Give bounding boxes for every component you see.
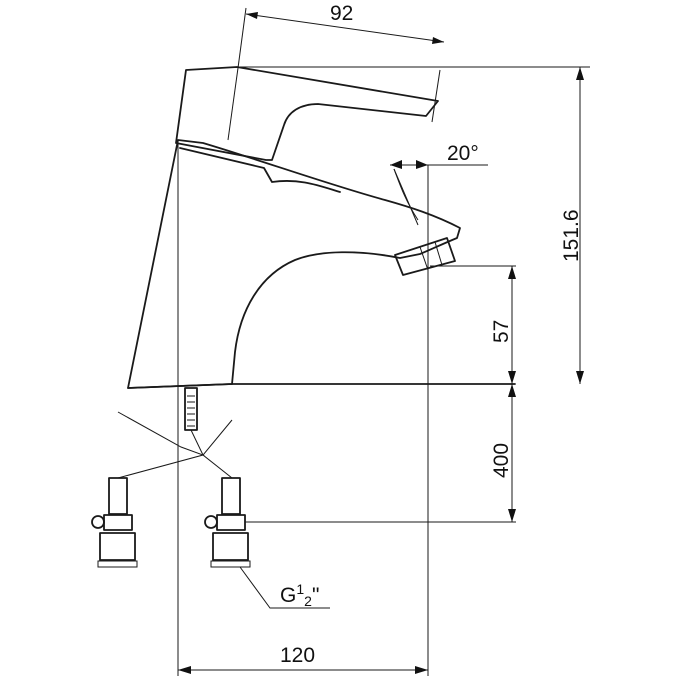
- faucet-body: [127, 139, 516, 389]
- lever-handle: [175, 66, 441, 193]
- hose-center: [190, 429, 204, 456]
- dim-lever-angle-label: 20°: [447, 142, 479, 165]
- dim-spout-height-label: 57: [490, 320, 513, 343]
- threaded-rod: [184, 387, 198, 431]
- thread-prefix: G: [280, 584, 296, 607]
- dim-handle-reach-label: 92: [330, 2, 353, 25]
- handle-tip-reference: [431, 69, 441, 123]
- dim-hose-length: 400: [245, 384, 516, 523]
- body-outline: [127, 139, 461, 389]
- connector-left: [91, 477, 138, 568]
- fixing-rod: [184, 387, 198, 431]
- dim-spout-height: 57: [430, 265, 516, 384]
- hose-left: [117, 411, 205, 479]
- supply-hoses: [117, 411, 233, 479]
- handle-shank: [179, 147, 341, 193]
- aerator-line-1: [419, 246, 429, 271]
- dim-hose-length-label: 400: [490, 443, 513, 478]
- aerator: [394, 237, 456, 276]
- dim-base-width: 120: [177, 140, 429, 676]
- connector-left-nut: [91, 515, 105, 529]
- thread-suffix: ": [312, 584, 319, 607]
- thread-callout-label: G12": [280, 581, 319, 609]
- dim-base-width-label: 120: [280, 644, 315, 667]
- dim-total-height: 151.6: [240, 66, 590, 384]
- connector-right: [204, 477, 251, 568]
- connector-right-nut: [204, 515, 218, 529]
- dim-handle-reach: 92: [237, 2, 445, 69]
- thread-callout: G12": [239, 566, 330, 609]
- aerator-outline: [394, 237, 456, 276]
- dim-total-height-label: 151.6: [560, 209, 583, 262]
- body-base: [127, 383, 516, 389]
- dim-lever-angle: 20°: [390, 142, 488, 226]
- thread-numerator: 1: [296, 581, 304, 597]
- handle-reach-reference: [227, 67, 239, 141]
- thread-denominator: 2: [304, 593, 312, 609]
- handle-outline: [175, 66, 439, 161]
- aerator-line-2: [434, 241, 443, 266]
- hose-right: [202, 419, 233, 479]
